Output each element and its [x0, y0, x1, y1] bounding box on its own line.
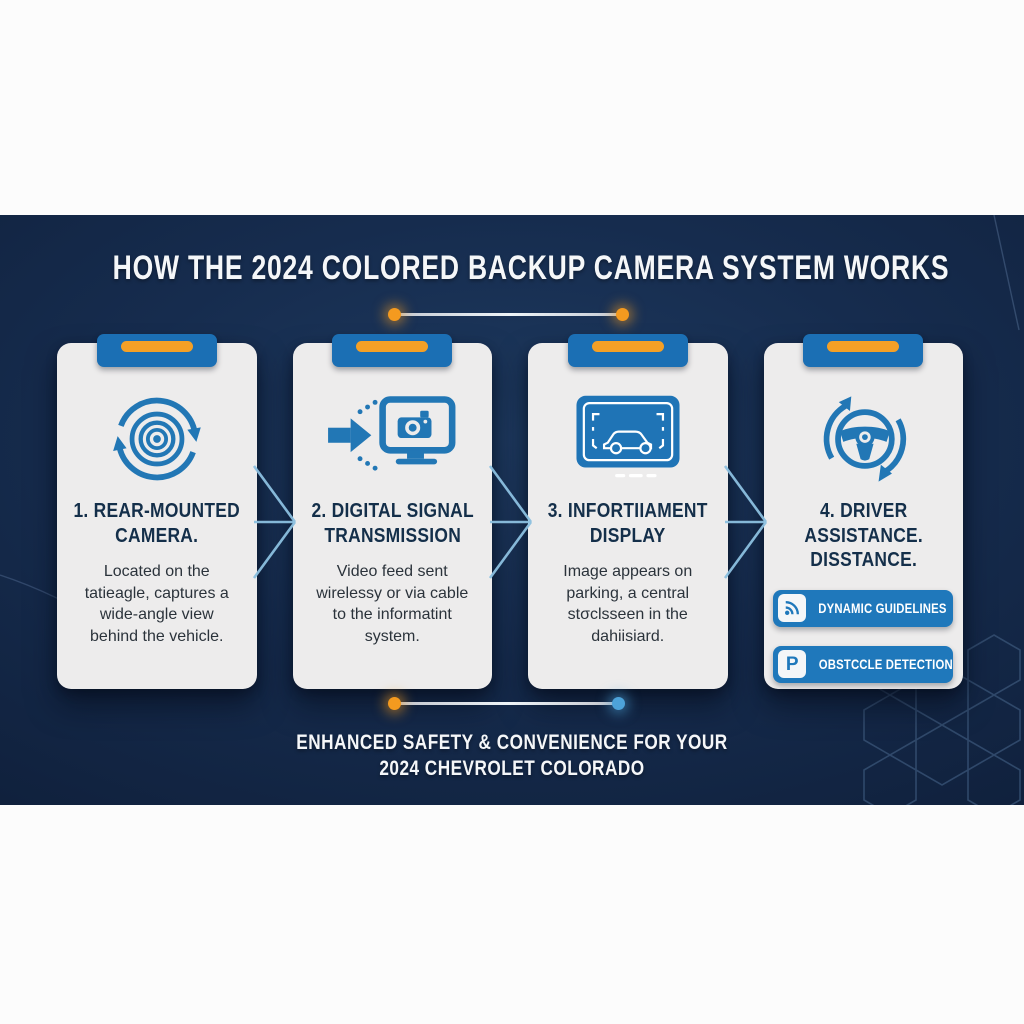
tab-orange-pill: [827, 341, 900, 352]
step-description: Video feed sent wirelessy or via cable t…: [316, 563, 469, 645]
step-title: 3. INFORTIIAMENT DISPLAY: [547, 499, 708, 547]
card-tab: [803, 334, 924, 367]
feature-badges: DYNAMIC GUIDELINES P OBSTCCLE DETECTION: [764, 589, 964, 683]
top-divider-line: [399, 313, 619, 316]
obstacle-detection-badge: P OBSTCCLE DETECTION: [773, 645, 954, 683]
card-tab: [96, 334, 217, 367]
step-title: 2. DIGITAL SIGNAL TRANSMISSION: [311, 499, 474, 547]
infotainment-screen-car-icon: [528, 385, 728, 493]
step-card-3: 3. INFORTIIAMENT DISPLAY Image appears o…: [528, 334, 728, 689]
camera-lens-cycle-icon: [57, 385, 257, 493]
chevron-right-icon: [488, 465, 533, 579]
steering-wheel-cycle-icon: [764, 385, 964, 493]
bottom-divider-left-dot: [388, 697, 401, 710]
arrow-to-monitor-icon: [293, 385, 493, 493]
step-card-1: 1. REAR-MOUNTED CAMERA. Located on the t…: [57, 334, 257, 689]
wifi-signal-icon: [778, 594, 807, 623]
bottom-divider-right-dot: [612, 697, 625, 710]
badge-label: OBSTCCLE DETECTION: [819, 656, 954, 672]
chevron-right-icon: [252, 465, 297, 579]
step-description: Image appears on parking, a central stσc…: [563, 563, 693, 645]
top-divider-left-dot: [388, 308, 401, 321]
card-tab: [332, 334, 453, 367]
tab-orange-pill: [120, 341, 193, 352]
page-title: HOW THE 2024 COLORED BACKUP CAMERA SYSTE…: [112, 249, 950, 287]
step-card-4: 4. DRIVER ASSISTANCE. DISSTANCE. DYNAMIC…: [763, 334, 964, 689]
footer-line-1: ENHANCED SAFETY & CONVENIENCE FOR YOUR: [296, 730, 728, 754]
badge-label: DYNAMIC GUIDELINES: [818, 600, 947, 616]
chevron-right-icon: [723, 465, 768, 579]
step-title: 4. DRIVER ASSISTANCE. DISSTANCE.: [803, 499, 923, 572]
p-letter: P: [785, 653, 799, 675]
footer-tagline: ENHANCED SAFETY & CONVENIENCE FOR YOUR 2…: [0, 729, 1024, 781]
step-title: 1. REAR-MOUNTED CAMERA.: [73, 499, 240, 547]
tab-orange-pill: [356, 341, 429, 352]
tab-orange-pill: [591, 341, 664, 352]
navy-band: HOW THE 2024 COLORED BACKUP CAMERA SYSTE…: [0, 215, 1024, 805]
steps-row: 1. REAR-MOUNTED CAMERA. Located on the t…: [57, 334, 964, 689]
bottom-divider-line: [399, 702, 617, 705]
card-tab: [567, 334, 688, 367]
top-divider-right-dot: [616, 308, 629, 321]
step-card-2: 2. DIGITAL SIGNAL TRANSMISSION Video fee…: [292, 334, 493, 689]
step-description: Located on the tatieagle, captures a wid…: [84, 563, 229, 645]
dynamic-guidelines-badge: DYNAMIC GUIDELINES: [773, 589, 954, 627]
footer-line-2: 2024 CHEVROLET COLORADO: [379, 756, 645, 781]
parking-p-icon: P: [778, 650, 807, 679]
